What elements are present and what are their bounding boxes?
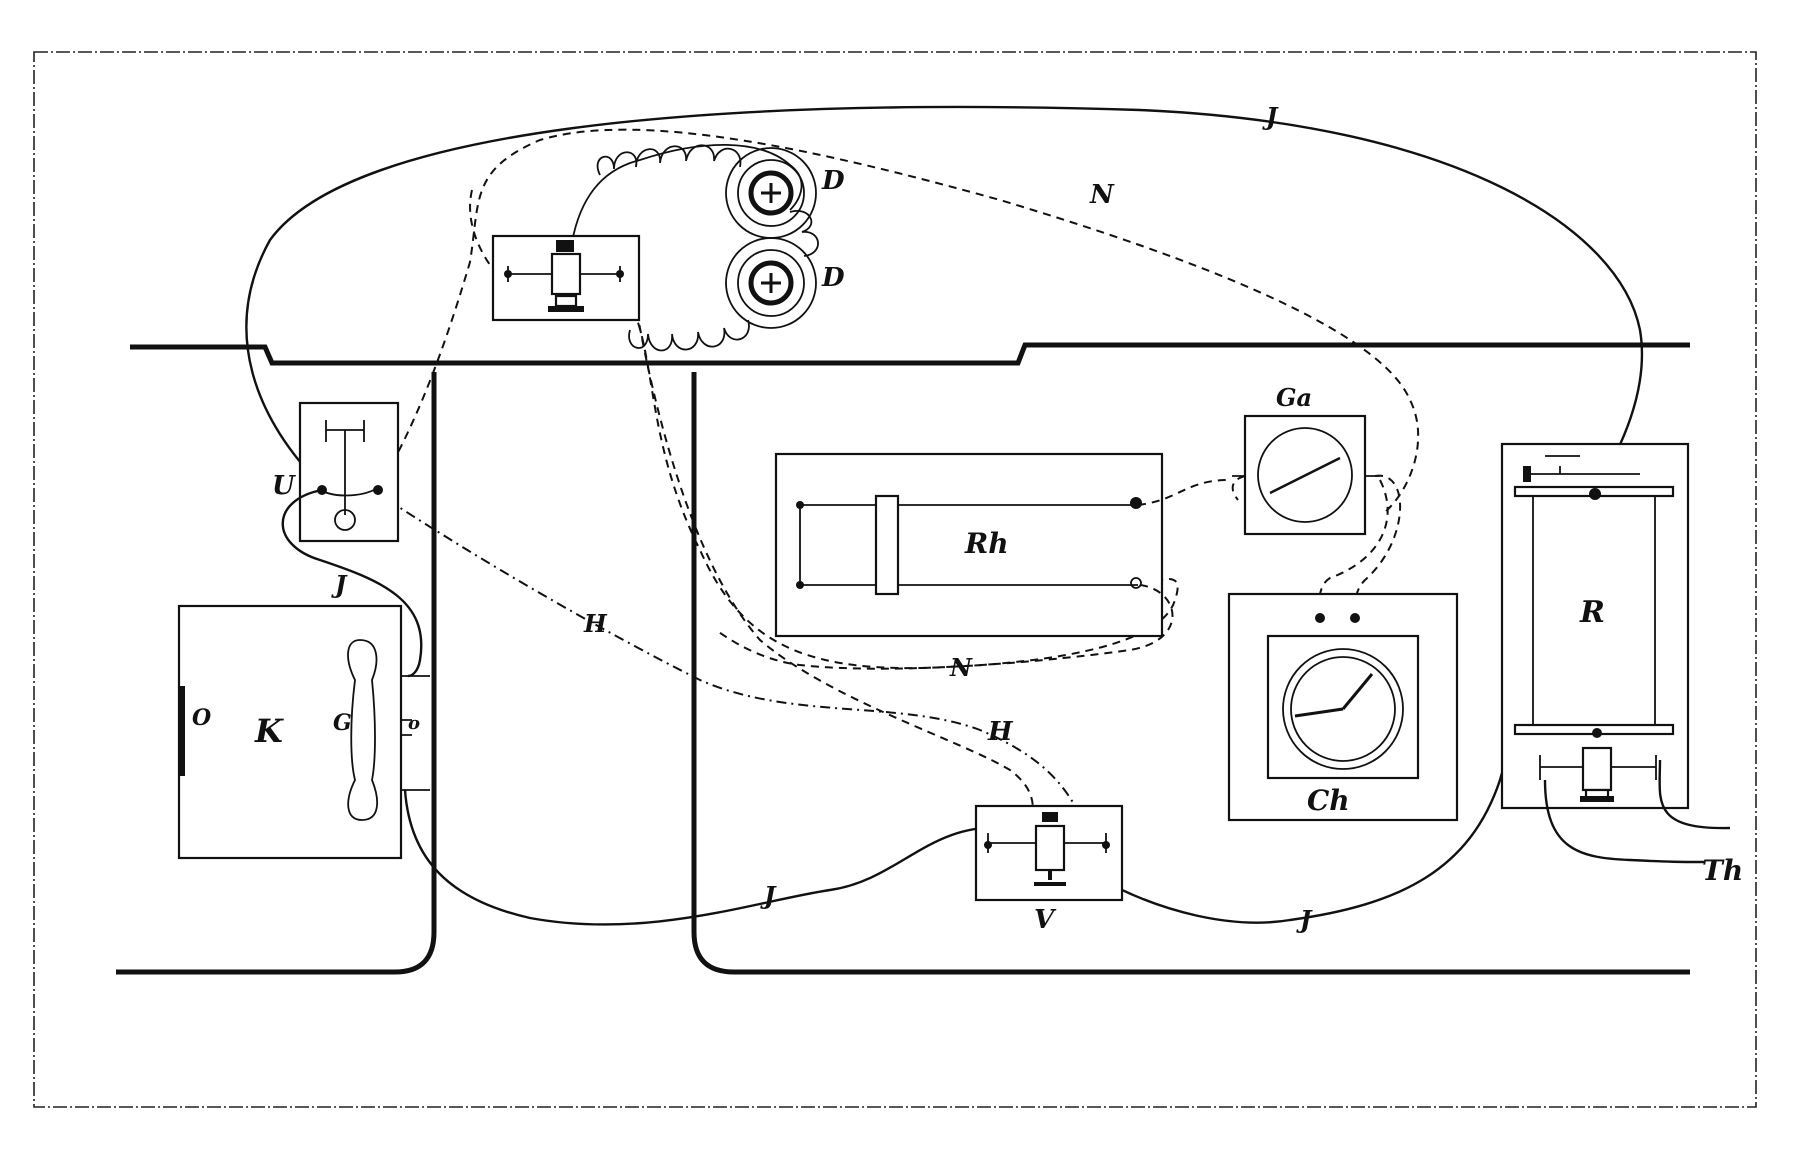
dynamo-2 xyxy=(725,237,817,329)
label-n: N xyxy=(1089,180,1115,210)
wire-rh-ga xyxy=(1137,479,1231,506)
label-j-bottom-right: J xyxy=(1296,905,1313,934)
dynamo-1 xyxy=(725,147,817,239)
wire-n-upper xyxy=(377,128,1420,513)
label-rh: Rh xyxy=(964,527,1009,560)
apparatus-r xyxy=(1500,442,1690,810)
wire-loop-j xyxy=(245,105,1644,493)
label-j-top: J xyxy=(1262,102,1279,131)
label-g: G xyxy=(333,710,352,736)
wire-h xyxy=(387,499,1093,841)
label-ga: Ga xyxy=(1276,383,1312,412)
label-n-low: N xyxy=(949,653,973,682)
wire-ga-ch-2 xyxy=(1318,479,1389,613)
label-h-mid: H xyxy=(583,609,608,638)
coil-loops xyxy=(596,144,819,352)
cabinet-k xyxy=(177,604,430,860)
label-v: V xyxy=(1034,905,1057,935)
commutator-v xyxy=(974,804,1124,902)
label-j-bottom-left: J xyxy=(760,881,777,910)
chronograph-ch xyxy=(1227,592,1459,822)
label-d1: D xyxy=(821,166,845,196)
switch-u xyxy=(298,401,400,543)
label-h-low: H xyxy=(987,717,1014,747)
wire-th xyxy=(1543,759,1731,864)
wire-ga-ch xyxy=(1231,474,1402,613)
label-u: U xyxy=(272,471,296,501)
label-j-left: J xyxy=(331,570,348,599)
coil-wire xyxy=(571,143,803,243)
label-d2: D xyxy=(821,263,845,293)
galvanometer-ga xyxy=(1232,414,1380,536)
rheostat-rh xyxy=(774,452,1164,638)
outer-frame xyxy=(33,51,1757,1108)
main-switch xyxy=(491,234,641,322)
label-k: K xyxy=(254,712,284,750)
label-r: R xyxy=(1579,595,1605,630)
label-o-cabinet: O xyxy=(192,705,211,731)
wire-n-loop xyxy=(469,189,561,321)
label-th: Th xyxy=(1702,854,1743,887)
diagram-labels: D D N J U J K O G o H H N Rh Ga Ch R Th … xyxy=(192,102,1743,935)
label-ch: Ch xyxy=(1307,784,1350,817)
label-o-terminal: o xyxy=(408,713,420,734)
wire-j-u-k xyxy=(281,488,423,678)
room-walls xyxy=(116,342,1690,975)
